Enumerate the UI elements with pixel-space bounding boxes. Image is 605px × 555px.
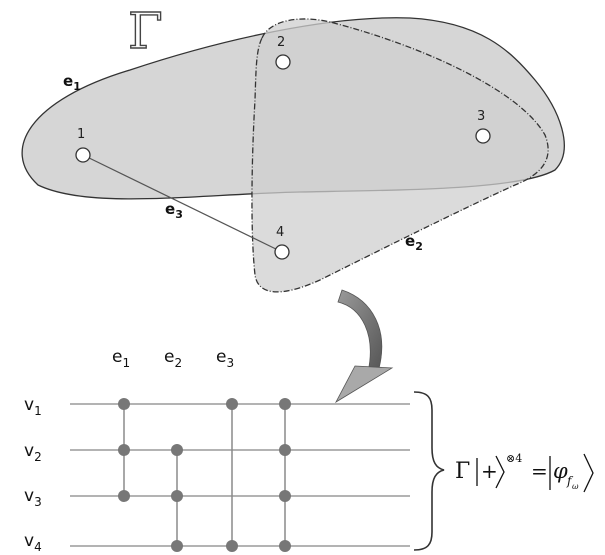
hypergraph: Γ 1 2 3 4 e1 e3 e2	[21, 1, 565, 293]
gate-dot	[279, 444, 291, 456]
right-curly-brace	[413, 391, 445, 551]
gate-dot	[171, 540, 183, 552]
gate-dot	[118, 398, 130, 410]
gate-dot	[226, 540, 238, 552]
ket-angle-right	[495, 455, 505, 489]
curved-arrow-icon	[334, 289, 394, 404]
equation-equals: =	[531, 459, 548, 483]
gate-dot	[279, 540, 291, 552]
edge-e3-label: e3	[165, 200, 183, 221]
vertex-3-label: 3	[477, 109, 485, 124]
vertex-4-node	[274, 244, 290, 260]
row-v4-label: v4	[24, 531, 42, 554]
vertex-3-node	[475, 128, 491, 144]
state-equation: Γ + ⊗4 = φ f ω	[455, 452, 594, 493]
row-v3-label: v3	[24, 486, 42, 509]
row-v2-label: v2	[24, 441, 42, 464]
column-e1-label: e1	[112, 347, 130, 370]
row-v1-label: v1	[24, 395, 42, 418]
vertex-2-label: 2	[277, 35, 285, 50]
equation-gamma: Γ	[455, 459, 470, 484]
ket-angle-right-2	[583, 453, 594, 493]
vertex-1-node	[75, 147, 91, 163]
edge-e2-label: e2	[405, 232, 423, 253]
gate-dot	[279, 398, 291, 410]
edge-e3-line	[82, 154, 283, 253]
equation-phi: φ	[553, 459, 568, 483]
gate-dot	[171, 444, 183, 456]
hyperedge-e2-region	[251, 18, 549, 293]
column-e2-label: e2	[164, 347, 182, 370]
gate-dot	[118, 490, 130, 502]
gate-dot	[118, 444, 130, 456]
equation-f: f	[566, 474, 574, 488]
circuit: e1 e2 e3 v1 v2 v3 v4	[24, 347, 445, 554]
equation-omega: ω	[572, 482, 579, 491]
gamma-symbol: Γ	[128, 2, 163, 60]
equation-tensor-power: ⊗4	[506, 452, 522, 465]
vertex-2-node	[275, 54, 291, 70]
gate-dot	[279, 490, 291, 502]
gate-dot	[171, 490, 183, 502]
equation-plus: +	[481, 459, 498, 483]
gate-dot	[226, 398, 238, 410]
column-e3-label: e3	[216, 347, 234, 370]
vertex-1-label: 1	[77, 127, 85, 142]
vertex-4-label: 4	[276, 225, 284, 240]
edge-e1-label: e1	[63, 72, 81, 93]
